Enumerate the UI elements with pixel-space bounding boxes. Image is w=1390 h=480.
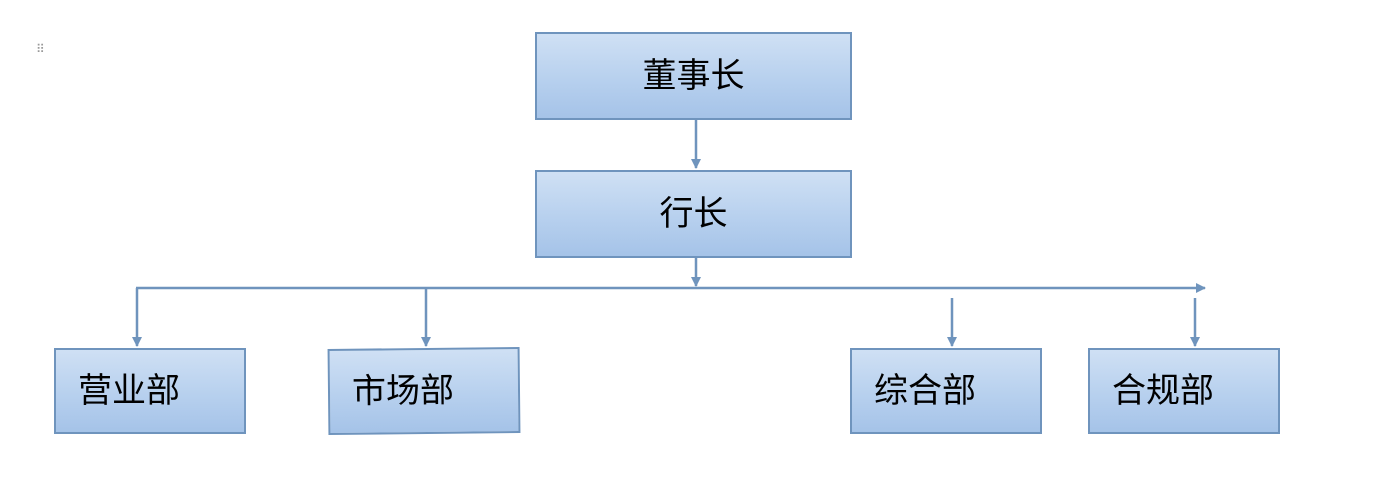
president-box: 行长 (535, 170, 852, 258)
president-label: 行长 (659, 194, 728, 234)
department-label-2: 市场部 (351, 370, 455, 412)
department-box-4: 合规部 (1088, 348, 1280, 434)
chairman-label: 董事长 (642, 56, 745, 96)
department-label-4: 合规部 (1112, 371, 1214, 411)
department-label-1: 营业部 (78, 371, 180, 411)
chairman-box: 董事长 (535, 32, 852, 120)
department-label-3: 综合部 (874, 371, 976, 411)
department-box-1: 营业部 (54, 348, 246, 434)
department-box-3: 综合部 (850, 348, 1042, 434)
drag-handle-icon[interactable]: ⠿ (36, 42, 45, 56)
department-box-2: 市场部 (327, 346, 521, 436)
